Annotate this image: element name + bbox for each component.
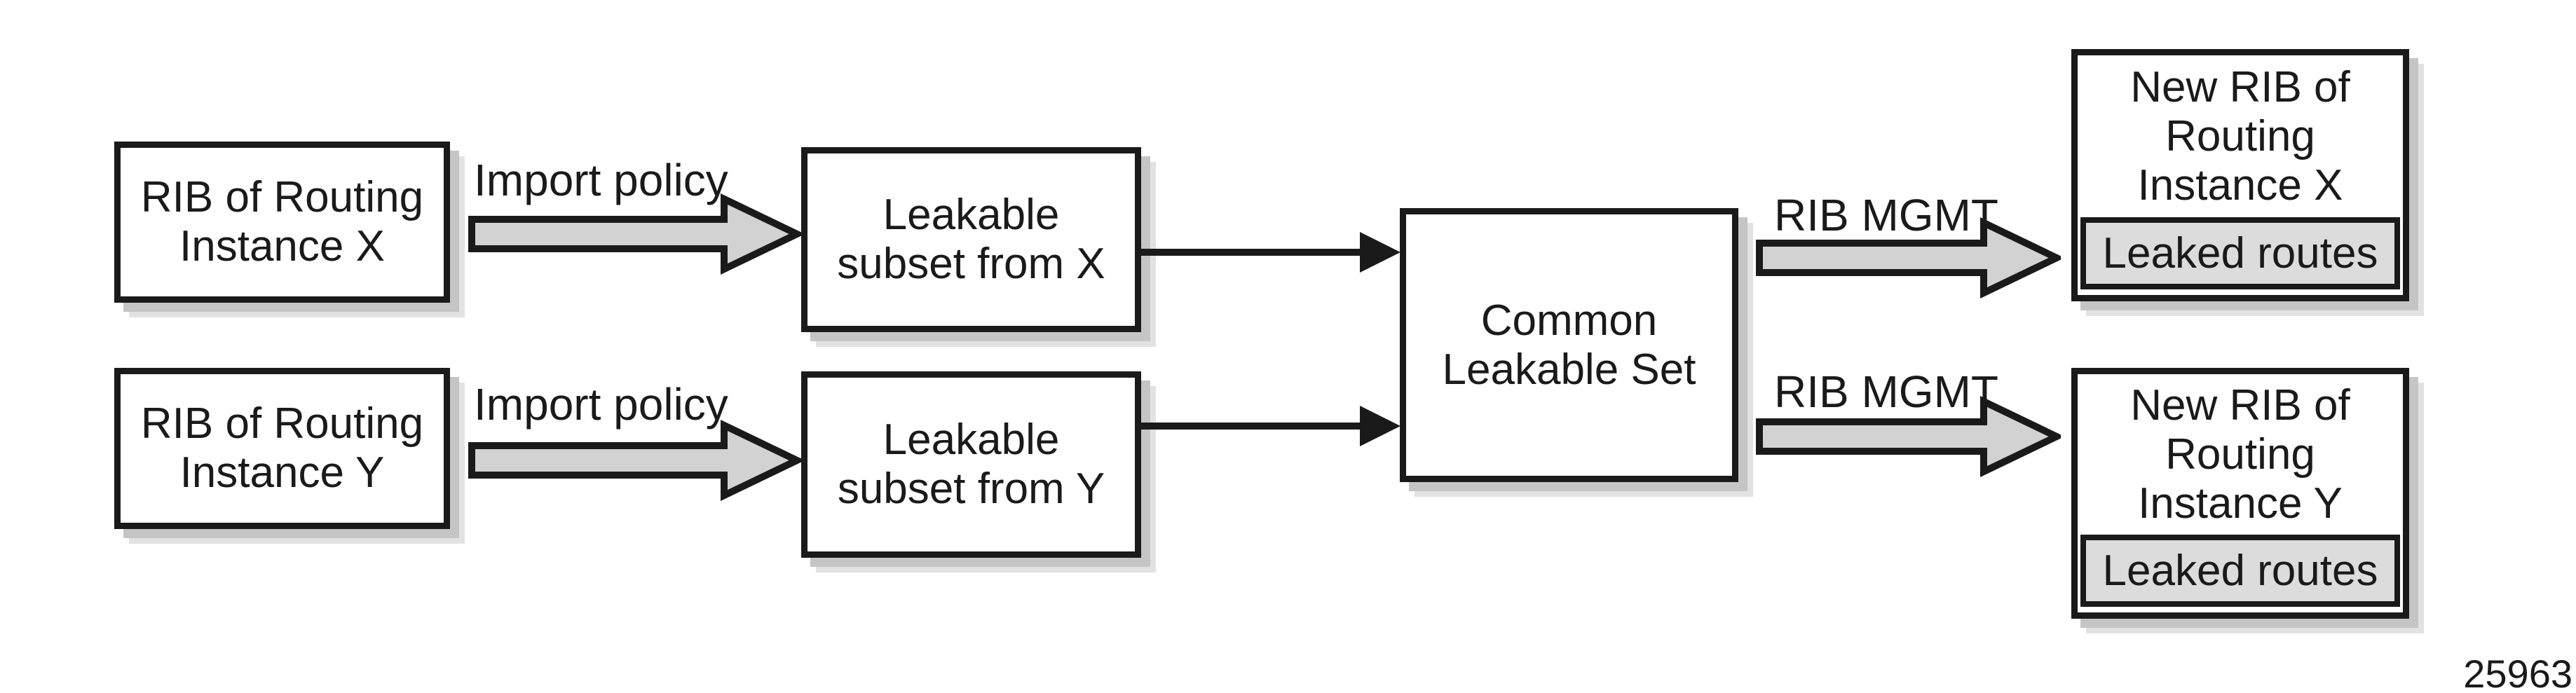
leaked-routes-label-x: Leaked routes	[2102, 228, 2378, 277]
box-leakable-subset-y-line2: subset from Y	[837, 465, 1105, 513]
box-new-rib-instance-x-text: New RIB of Routing Instance X	[2078, 55, 2403, 217]
box-common-leakable-set: Common Leakable Set	[1400, 208, 1738, 482]
box-leakable-subset-x-line1: Leakable	[882, 191, 1060, 239]
box-new-rib-instance-x-line3: Instance X	[2137, 160, 2343, 210]
box-rib-instance-y-line1: RIB of Routing	[140, 399, 424, 448]
box-leakable-subset-y-line1: Leakable	[882, 416, 1060, 464]
leaked-routes-label-y: Leaked routes	[2102, 546, 2378, 595]
import-policy-arrow-x-icon	[468, 193, 801, 275]
box-new-rib-instance-y: New RIB of Routing Instance Y Leaked rou…	[2071, 368, 2409, 619]
import-policy-label-y: Import policy	[474, 379, 728, 430]
flow-arrow-x-to-common-icon	[1138, 232, 1401, 273]
box-leakable-subset-x-line2: subset from X	[837, 240, 1105, 288]
box-common-leakable-set-line2: Leakable Set	[1442, 345, 1696, 394]
box-rib-instance-x-line1: RIB of Routing	[140, 173, 424, 221]
box-new-rib-instance-y-line2: Routing	[2165, 430, 2315, 479]
import-policy-label-x: Import policy	[474, 155, 728, 205]
flow-arrow-y-to-common-icon	[1138, 406, 1401, 446]
box-new-rib-instance-x: New RIB of Routing Instance X Leaked rou…	[2071, 49, 2409, 301]
leaked-routes-box-y: Leaked routes	[2080, 535, 2400, 607]
box-new-rib-instance-y-text: New RIB of Routing Instance Y	[2078, 374, 2403, 535]
rib-mgmt-label-top: RIB MGMT	[1774, 190, 1998, 240]
figure-number: 25963	[2463, 652, 2572, 693]
rib-mgmt-label-bottom: RIB MGMT	[1774, 366, 1998, 417]
rib-mgmt-arrow-top-icon	[1756, 217, 2061, 299]
box-leakable-subset-y: Leakable subset from Y	[801, 371, 1141, 558]
box-new-rib-instance-y-line3: Instance Y	[2138, 479, 2343, 528]
box-leakable-subset-x: Leakable subset from X	[801, 147, 1141, 332]
import-policy-arrow-y-icon	[468, 420, 801, 501]
rib-mgmt-arrow-bottom-icon	[1756, 396, 2061, 477]
box-rib-instance-x: RIB of Routing Instance X	[114, 142, 450, 303]
box-new-rib-instance-x-line1: New RIB of	[2130, 62, 2350, 111]
box-common-leakable-set-line1: Common	[1480, 296, 1658, 345]
box-rib-instance-y-line2: Instance Y	[179, 448, 385, 497]
leaked-routes-box-x: Leaked routes	[2080, 217, 2400, 289]
box-rib-instance-x-line2: Instance X	[179, 222, 385, 270]
box-new-rib-instance-y-line1: New RIB of	[2130, 380, 2350, 430]
box-rib-instance-y: RIB of Routing Instance Y	[114, 368, 450, 529]
box-new-rib-instance-x-line2: Routing	[2165, 111, 2315, 160]
